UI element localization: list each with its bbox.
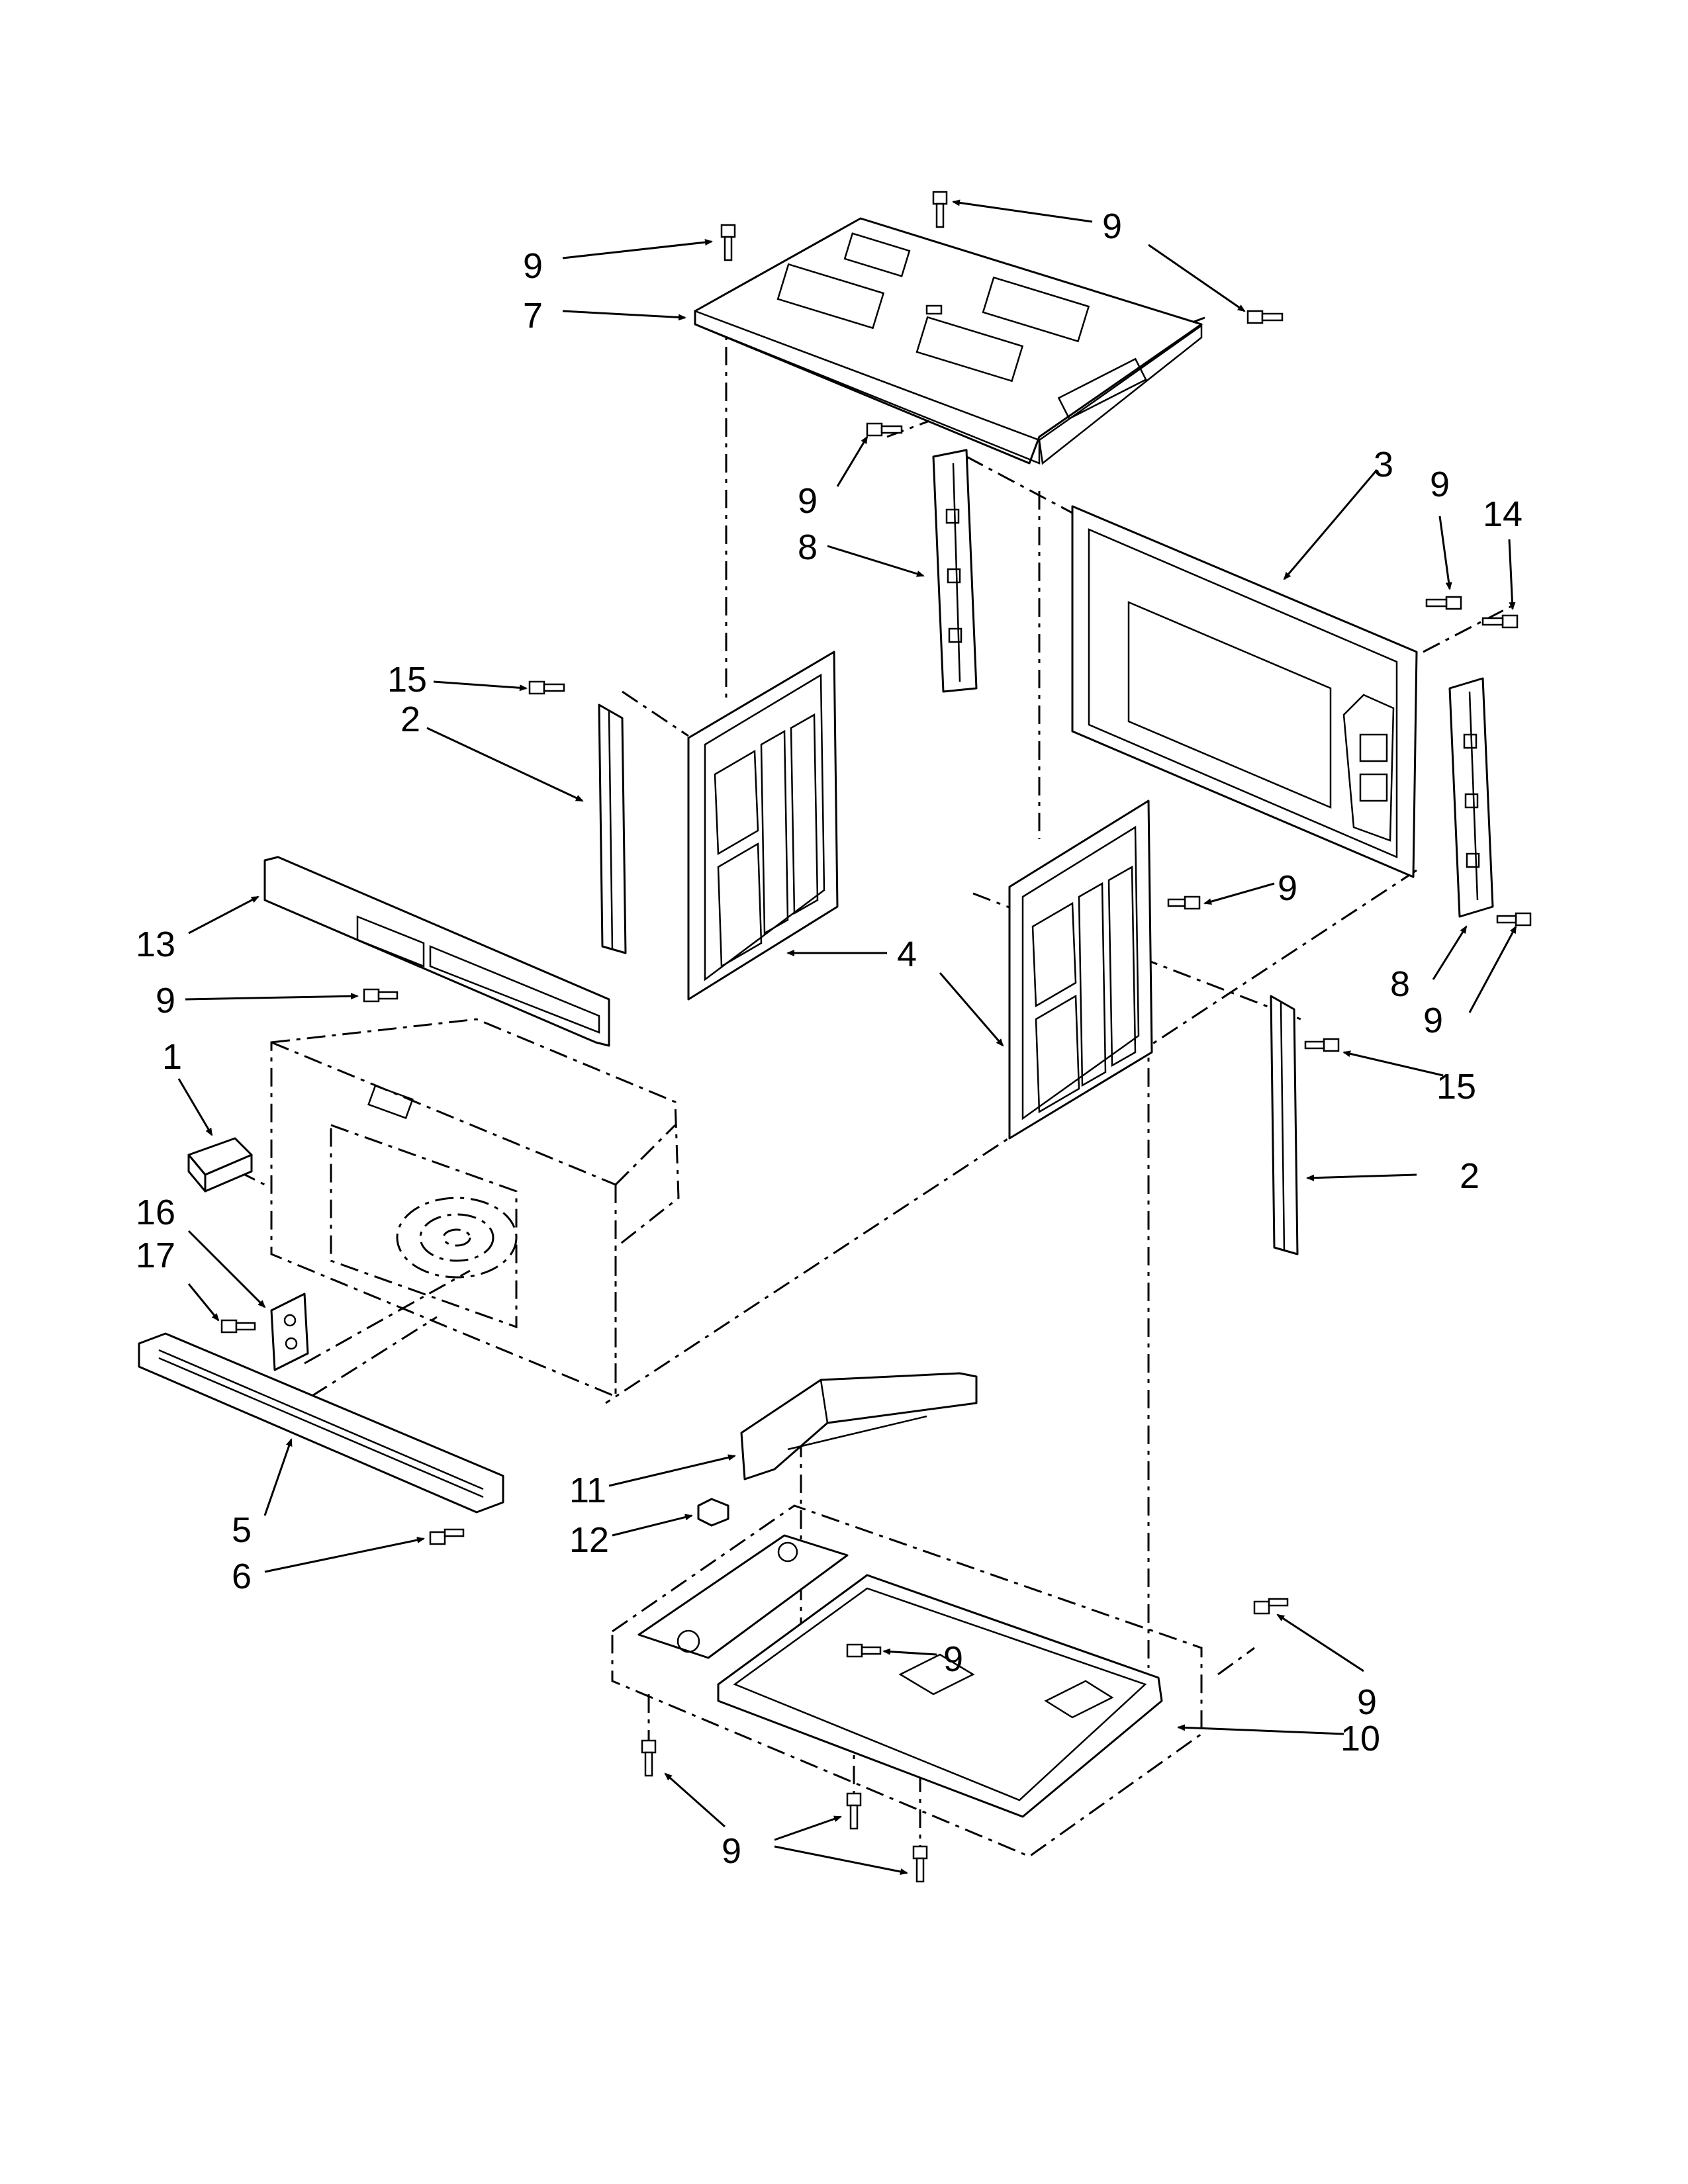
callout-9: 9 <box>722 1831 741 1871</box>
screw-icon <box>363 988 399 1003</box>
callout-9: 9 <box>1430 465 1450 504</box>
part-small-component <box>697 1498 729 1527</box>
callout-2: 2 <box>1460 1156 1479 1196</box>
callout-14: 14 <box>1483 494 1523 534</box>
callout-9: 9 <box>1102 206 1122 246</box>
screw-icon <box>1496 912 1532 927</box>
part-rear-panel <box>1071 505 1418 878</box>
leader-arrows <box>177 199 1517 1875</box>
callout-labels: 9 9 7 9 8 3 9 14 15 2 4 9 8 9 15 2 13 9 … <box>136 206 1523 1871</box>
part-bracket-right <box>1448 677 1494 918</box>
part-trim-strip-left <box>598 704 627 954</box>
part-front-frame <box>263 856 610 1047</box>
part-oven-cavity <box>270 1018 680 1398</box>
callout-9: 9 <box>943 1639 963 1679</box>
callout-16: 16 <box>136 1193 175 1232</box>
screw-icon <box>1167 895 1201 910</box>
callout-9: 9 <box>798 481 818 521</box>
callout-9: 9 <box>1423 1001 1443 1040</box>
callout-15: 15 <box>1436 1067 1476 1107</box>
callout-7: 7 <box>523 296 543 336</box>
screw-icon <box>429 1528 465 1545</box>
screw-icon <box>528 680 565 695</box>
callout-4: 4 <box>897 934 917 974</box>
callout-6: 6 <box>232 1557 252 1596</box>
part-vent-grille <box>138 1332 504 1514</box>
callout-9: 9 <box>1278 868 1297 908</box>
screw-icon <box>1304 1038 1340 1052</box>
callout-17: 17 <box>136 1236 175 1275</box>
callout-11: 11 <box>569 1471 606 1510</box>
callout-8: 8 <box>798 527 818 567</box>
part-terminal-block <box>187 1137 253 1193</box>
callout-2: 2 <box>400 700 420 739</box>
screw-icon <box>846 1792 862 1830</box>
callout-15: 15 <box>387 660 427 700</box>
screw-icon <box>720 224 736 261</box>
callout-9: 9 <box>523 246 543 286</box>
part-side-panel-right <box>1008 799 1153 1140</box>
screws <box>220 191 1532 1883</box>
callout-12: 12 <box>569 1520 609 1560</box>
part-base-pan <box>611 1504 1203 1858</box>
screw-icon <box>1246 310 1284 324</box>
screw-icon <box>1481 614 1519 629</box>
callout-9: 9 <box>1357 1682 1377 1722</box>
callout-13: 13 <box>136 925 175 964</box>
part-channel-bracket <box>740 1372 978 1480</box>
callout-5: 5 <box>232 1510 252 1550</box>
part-bracket-plate <box>270 1293 309 1371</box>
screw-icon <box>1253 1598 1289 1615</box>
part-top-panel <box>694 217 1203 465</box>
callout-10: 10 <box>1340 1719 1380 1758</box>
callout-1: 1 <box>162 1037 182 1077</box>
callout-9: 9 <box>156 981 175 1021</box>
screw-icon <box>641 1739 657 1777</box>
callout-8: 8 <box>1390 964 1410 1004</box>
callout-3: 3 <box>1374 445 1393 484</box>
part-side-panel-left <box>687 651 839 1001</box>
screw-icon <box>866 422 903 437</box>
screw-icon <box>1425 596 1462 610</box>
part-trim-strip-right <box>1270 995 1299 1255</box>
part-bracket-upper <box>932 449 978 693</box>
screw-icon <box>912 1845 928 1883</box>
screw-icon <box>220 1319 256 1334</box>
screw-icon <box>932 191 948 228</box>
screw-icon <box>846 1643 882 1658</box>
